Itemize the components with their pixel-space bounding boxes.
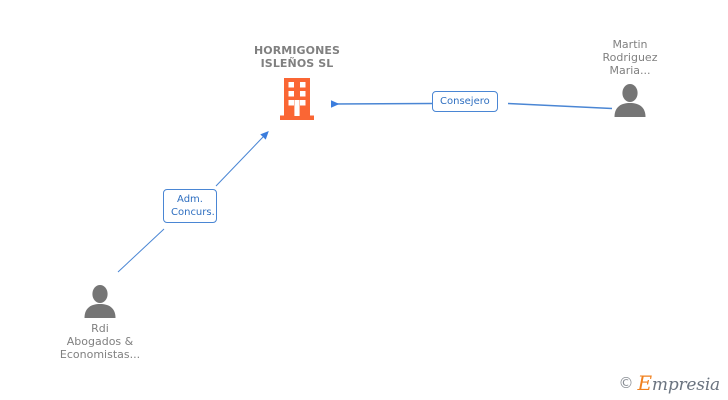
- copyright-icon: ©: [618, 374, 634, 392]
- edge-adm-concurs: [117, 130, 269, 273]
- company-icon-wrap: [227, 76, 367, 120]
- node-company[interactable]: HORMIGONES ISLEÑOS SL: [227, 44, 367, 120]
- edge-label-adm-concurs[interactable]: Adm. Concurs.: [163, 189, 217, 223]
- person-icon-wrap: [565, 81, 695, 117]
- brand-rest: mpresia: [651, 375, 720, 395]
- person-icon-wrap: [35, 282, 165, 318]
- edge-label-consejero[interactable]: Consejero: [432, 91, 498, 112]
- node-person-martin-rodriguez[interactable]: Martin Rodriguez Maria...: [565, 38, 695, 117]
- person-name-label: Rdi Abogados & Economistas...: [59, 322, 141, 361]
- edge-adm-segment-upper: [215, 130, 269, 187]
- building-icon: [280, 78, 314, 120]
- edge-consejero-segment-left: [330, 100, 433, 108]
- company-name-label: HORMIGONES ISLEÑOS SL: [253, 44, 341, 70]
- brand-initial: E: [637, 371, 653, 395]
- person-name-label: Martin Rodriguez Maria...: [602, 38, 658, 77]
- edge-consejero: [330, 100, 613, 110]
- person-icon: [614, 84, 646, 117]
- brand-logo-text: Empresia: [638, 373, 721, 394]
- edge-consejero-segment-right: [507, 102, 613, 110]
- watermark: © Empresia: [619, 373, 721, 394]
- node-person-rdi-abogados[interactable]: Rdi Abogados & Economistas...: [35, 282, 165, 361]
- edge-adm-segment-lower: [117, 228, 165, 273]
- person-icon: [84, 285, 116, 318]
